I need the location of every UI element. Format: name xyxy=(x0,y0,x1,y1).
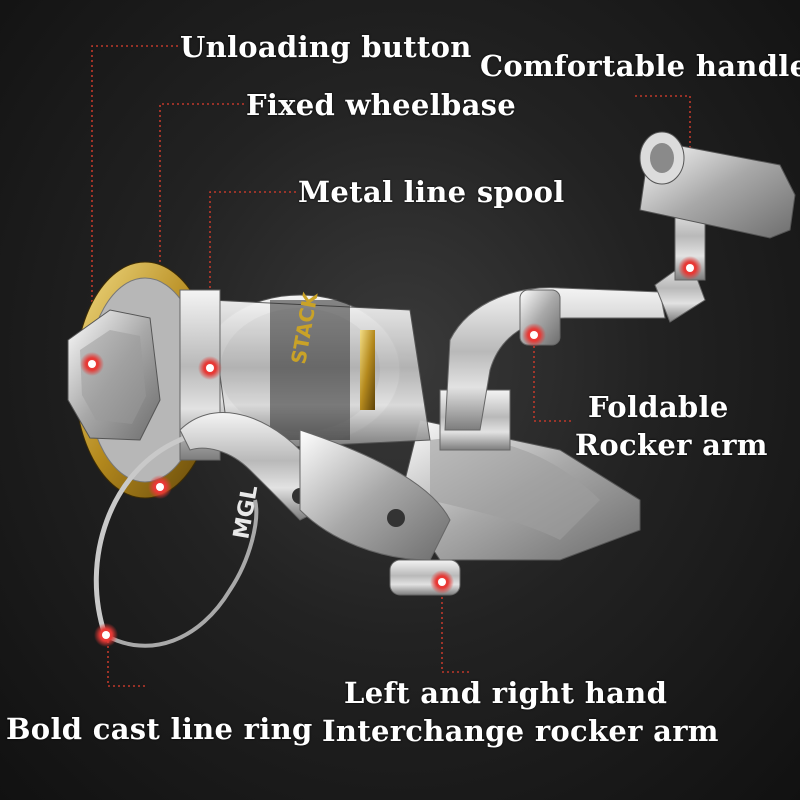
label-interchange-rocker-arm: Interchange rocker arm xyxy=(322,714,719,748)
callout-markers xyxy=(80,256,702,647)
label-metal-line-spool: Metal line spool xyxy=(298,175,565,209)
label-foldable: Foldable xyxy=(588,390,729,424)
leader-comfortable-handle xyxy=(632,95,691,268)
label-unloading-button: Unloading button xyxy=(180,30,472,64)
leader-foldable-rocker-arm xyxy=(533,336,572,422)
spool-assembly: STACK MGL xyxy=(199,289,431,541)
handle-knob xyxy=(639,131,796,281)
rotor-panel xyxy=(299,429,461,596)
label-fixed-wheelbase: Fixed wheelbase xyxy=(246,88,517,122)
leader-bold-cast-line-ring xyxy=(107,636,148,687)
leader-left-right-hand xyxy=(441,582,472,673)
label-comfortable-handle: Comfortable handle xyxy=(480,49,800,83)
label-bold-cast-line-ring: Bold cast line ring xyxy=(6,712,313,746)
leader-unloading-button xyxy=(91,45,178,362)
label-left-right-hand: Left and right hand xyxy=(344,676,668,710)
label-rocker-arm: Rocker arm xyxy=(575,428,768,462)
